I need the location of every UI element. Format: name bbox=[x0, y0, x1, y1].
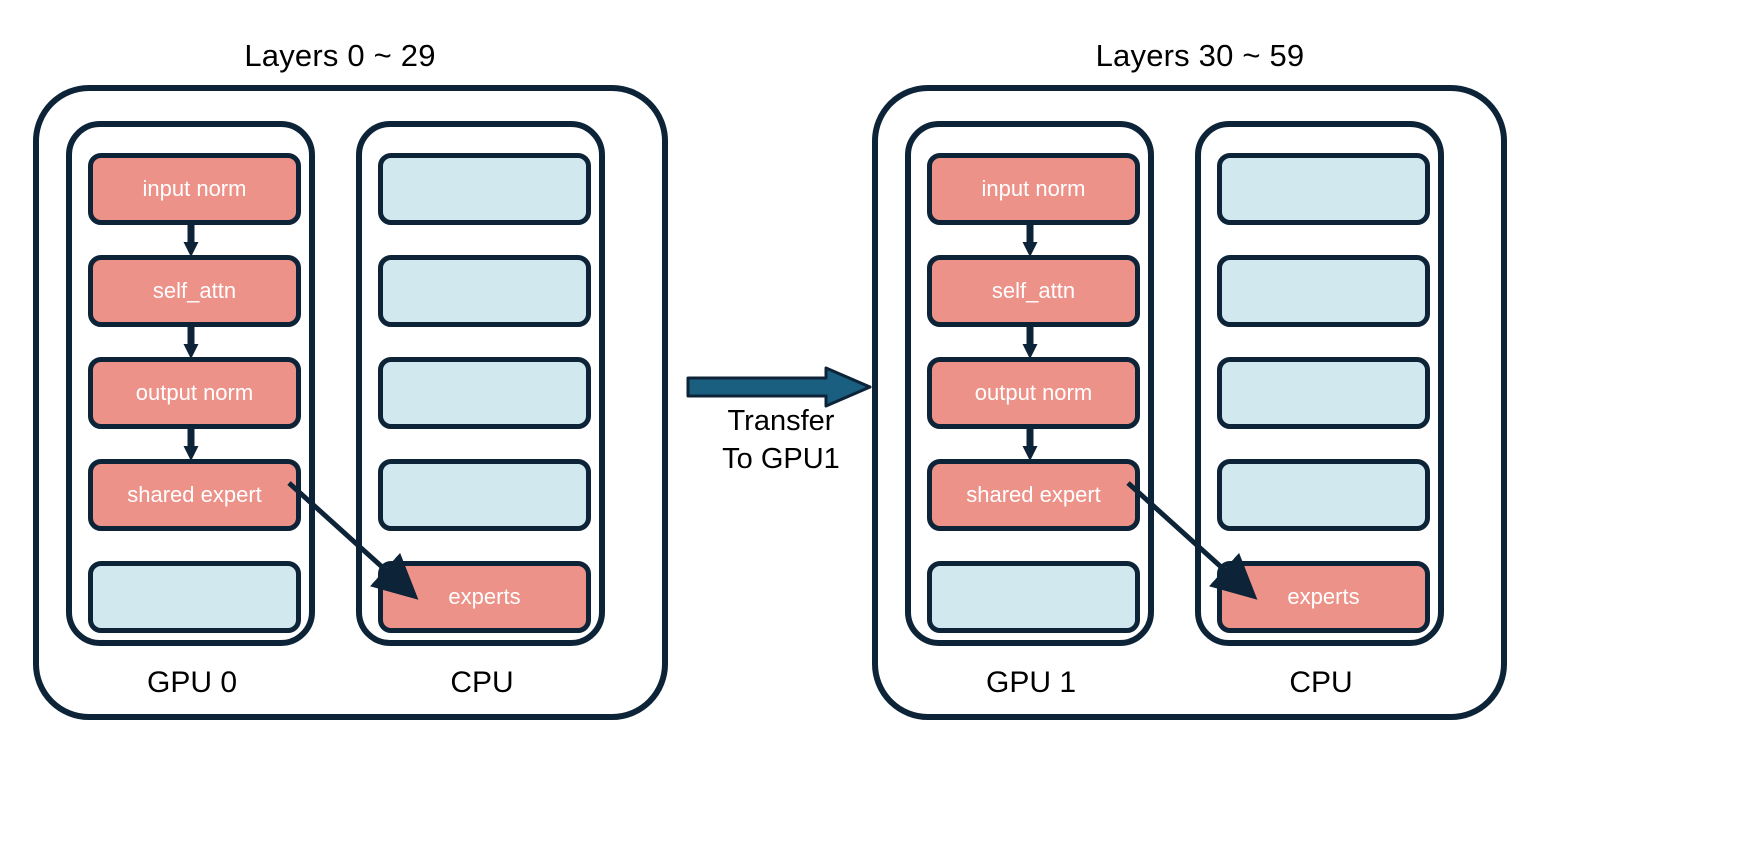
block-experts[interactable]: experts bbox=[378, 561, 591, 633]
block-expert-slot[interactable] bbox=[378, 153, 591, 225]
device-card-right: input norm self_attn output norm shared … bbox=[872, 85, 1507, 720]
block-expert-slot[interactable] bbox=[378, 255, 591, 327]
gpu-column-right: input norm self_attn output norm shared … bbox=[905, 121, 1154, 646]
device-card-left: input norm self_attn output norm shared … bbox=[33, 85, 668, 720]
flow-arrow-down-icon bbox=[183, 429, 198, 461]
flow-arrow-down-icon bbox=[183, 327, 198, 359]
block-empty-placeholder[interactable] bbox=[927, 561, 1140, 633]
flow-arrow-down-icon bbox=[1022, 327, 1037, 359]
device-label-cpu: CPU bbox=[1289, 666, 1353, 699]
device-label-cpu: CPU bbox=[450, 666, 514, 699]
block-output-norm[interactable]: output norm bbox=[927, 357, 1140, 429]
panel-title-right: Layers 30 ~ 59 bbox=[1095, 38, 1305, 73]
transfer-arrow-icon bbox=[686, 366, 872, 408]
block-expert-slot[interactable] bbox=[378, 459, 591, 531]
device-label-gpu: GPU 0 bbox=[146, 666, 238, 699]
transfer-label-line2: To GPU1 bbox=[722, 443, 840, 475]
block-shared-expert[interactable]: shared expert bbox=[927, 459, 1140, 531]
block-expert-slot[interactable] bbox=[1217, 357, 1430, 429]
block-expert-slot[interactable] bbox=[378, 357, 591, 429]
transfer-label: Transfer To GPU1 bbox=[686, 402, 876, 478]
block-self-attn[interactable]: self_attn bbox=[88, 255, 301, 327]
block-experts[interactable]: experts bbox=[1217, 561, 1430, 633]
block-input-norm[interactable]: input norm bbox=[927, 153, 1140, 225]
block-self-attn[interactable]: self_attn bbox=[927, 255, 1140, 327]
flow-arrow-down-icon bbox=[1022, 225, 1037, 257]
cpu-column-left: experts bbox=[356, 121, 605, 646]
flow-arrow-down-icon bbox=[1022, 429, 1037, 461]
cpu-column-right: experts bbox=[1195, 121, 1444, 646]
panel-title-left: Layers 0 ~ 29 bbox=[244, 38, 436, 73]
transfer-label-line1: Transfer bbox=[727, 405, 835, 437]
block-empty-placeholder[interactable] bbox=[88, 561, 301, 633]
block-expert-slot[interactable] bbox=[1217, 153, 1430, 225]
block-shared-expert[interactable]: shared expert bbox=[88, 459, 301, 531]
block-input-norm[interactable]: input norm bbox=[88, 153, 301, 225]
flow-arrow-down-icon bbox=[183, 225, 198, 257]
device-label-gpu: GPU 1 bbox=[985, 666, 1077, 699]
block-output-norm[interactable]: output norm bbox=[88, 357, 301, 429]
block-expert-slot[interactable] bbox=[1217, 255, 1430, 327]
block-expert-slot[interactable] bbox=[1217, 459, 1430, 531]
gpu-column-left: input norm self_attn output norm shared … bbox=[66, 121, 315, 646]
